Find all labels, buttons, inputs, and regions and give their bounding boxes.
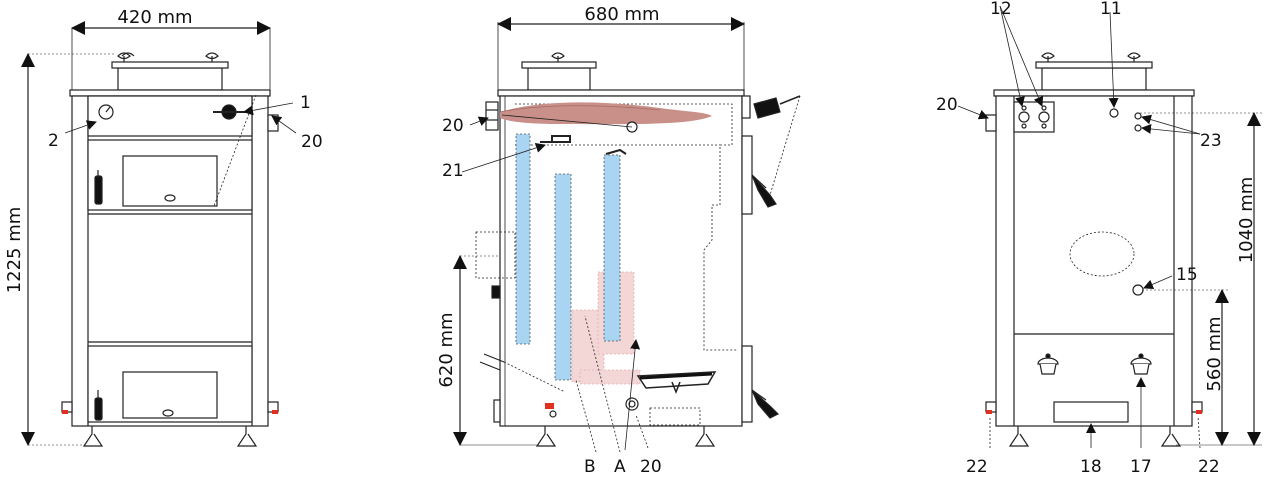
upper-door-handle-icon bbox=[94, 175, 103, 205]
back-drain-valve-right-icon bbox=[1196, 410, 1202, 414]
front-width-label: 420 mm bbox=[117, 7, 192, 28]
back-label-22-right: 22 bbox=[1198, 457, 1220, 477]
side-top-handle-icon bbox=[753, 97, 781, 119]
back-label-23: 23 bbox=[1200, 131, 1222, 151]
back-label-18: 18 bbox=[1080, 457, 1102, 477]
back-label-17: 17 bbox=[1130, 457, 1152, 477]
side-label-20-bottom: 20 bbox=[640, 457, 662, 477]
back-label-20: 20 bbox=[936, 95, 958, 115]
front-label-20: 20 bbox=[301, 132, 323, 152]
front-label-1: 1 bbox=[300, 93, 311, 113]
side-label-21: 21 bbox=[442, 161, 464, 181]
back-view bbox=[957, 5, 1262, 449]
side-drain-valve-icon bbox=[545, 403, 554, 409]
back-label-12: 12 bbox=[990, 0, 1012, 19]
water-channel-2 bbox=[554, 173, 572, 381]
back-label-22-left: 22 bbox=[966, 457, 988, 477]
back-upper-dimension-label: 1040 mm bbox=[1236, 177, 1257, 264]
ash-cleanout-door bbox=[1053, 401, 1129, 423]
back-drain-valve-left-icon bbox=[986, 410, 992, 414]
front-label-2: 2 bbox=[48, 131, 59, 151]
front-view bbox=[21, 21, 297, 447]
back-lower-dimension-label: 560 mm bbox=[1204, 316, 1225, 391]
side-label-A: A bbox=[614, 457, 626, 477]
water-channel-1 bbox=[515, 133, 531, 345]
front-drain-valve-left-icon bbox=[62, 410, 68, 414]
back-label-11: 11 bbox=[1100, 0, 1122, 19]
lower-door-handle-icon bbox=[94, 397, 103, 421]
side-label-20-top: 20 bbox=[442, 116, 464, 136]
side-lower-door-handle-icon bbox=[751, 389, 780, 419]
water-channel-3 bbox=[603, 154, 621, 342]
back-label-15: 15 bbox=[1176, 265, 1198, 285]
side-height-label: 620 mm bbox=[436, 312, 457, 387]
side-view bbox=[453, 17, 801, 453]
pellet-band bbox=[500, 102, 712, 125]
side-upper-door-handle-icon bbox=[751, 174, 777, 208]
side-label-B: B bbox=[584, 457, 596, 477]
side-width-label: 680 mm bbox=[584, 4, 659, 25]
front-drain-valve-right-icon bbox=[272, 410, 278, 414]
front-height-label: 1225 mm bbox=[4, 207, 25, 294]
